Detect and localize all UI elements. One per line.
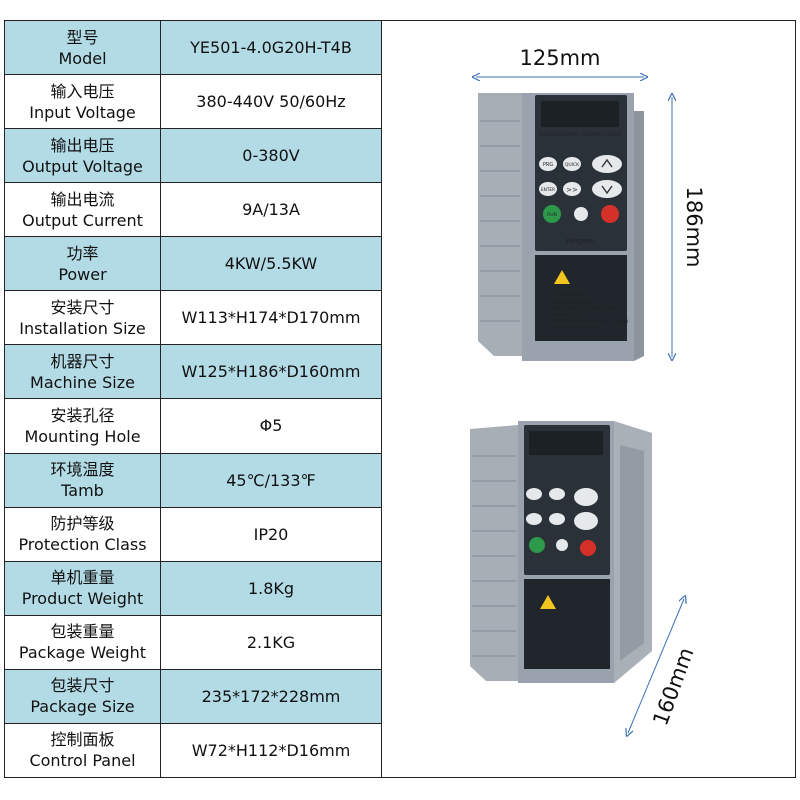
spec-label-en: Installation Size bbox=[19, 318, 146, 338]
warning-title: WARNING bbox=[557, 292, 584, 298]
spec-value: 380-440V 50/60Hz bbox=[160, 74, 382, 130]
spec-label-zh: 功率 bbox=[66, 243, 99, 263]
run-button-label: RUN bbox=[547, 212, 557, 218]
spec-label-zh: 控制面板 bbox=[50, 730, 115, 750]
warning-line-5: instructions before use bbox=[551, 324, 597, 329]
front-view-device: RUN LOCAL/REMOT FWD/REV TUNE/TC PRG QUIC… bbox=[478, 93, 644, 361]
spec-label-zh: 机器尺寸 bbox=[50, 351, 115, 371]
spec-value: 1.8Kg bbox=[160, 560, 382, 616]
spec-label-en: Package Size bbox=[30, 697, 135, 717]
quick-button-label: QUICK bbox=[565, 162, 580, 168]
spec-label-zh: 安装尺寸 bbox=[50, 297, 115, 317]
spec-value: W113*H174*D170mm bbox=[160, 290, 382, 346]
indicator-labels: RUN LOCAL/REMOT FWD/REV TUNE/TC bbox=[539, 132, 622, 138]
width-dimension-label: 125mm bbox=[520, 46, 601, 70]
spec-value: W72*H112*D16mm bbox=[160, 722, 382, 779]
spec-label-zh: 单机重量 bbox=[50, 568, 115, 588]
depth-dimension-label: 160mm bbox=[648, 644, 698, 728]
spec-label-en: Output Voltage bbox=[22, 156, 143, 176]
spec-value: 235*172*228mm bbox=[160, 668, 382, 724]
spec-label-en: Product Weight bbox=[21, 589, 144, 609]
spec-label-en: Input Voltage bbox=[29, 102, 136, 122]
spec-value: IP20 bbox=[160, 506, 382, 562]
spec-label-en: Output Current bbox=[22, 210, 143, 230]
spec-label-en: Protection Class bbox=[18, 535, 147, 555]
brand-label: Yongsen bbox=[565, 237, 594, 245]
height-dimension-label: 186mm bbox=[682, 187, 706, 268]
spec-label-en: Power bbox=[58, 264, 107, 284]
warning-line-2: Wait 10 mins power down before bbox=[551, 306, 617, 311]
spec-value: 2.1KG bbox=[160, 614, 382, 670]
depth-dimension-line bbox=[628, 599, 684, 733]
spec-label-zh: 安装孔径 bbox=[50, 405, 115, 425]
spec-label-zh: 环境温度 bbox=[50, 460, 115, 480]
product-image-panel: RUN LOCAL/REMOT FWD/REV TUNE/TC PRG QUIC… bbox=[382, 20, 796, 778]
product-illustration: RUN LOCAL/REMOT FWD/REV TUNE/TC PRG QUIC… bbox=[470, 46, 706, 779]
spec-label-en: Machine Size bbox=[30, 372, 135, 392]
warning-line-1: Risk of electric shock bbox=[551, 300, 594, 305]
prg-button-label: PRG bbox=[543, 162, 553, 168]
spec-label-en: Mounting Hole bbox=[24, 426, 141, 446]
spec-value: 0-380V bbox=[160, 128, 382, 184]
spec-value: W125*H186*D160mm bbox=[160, 344, 382, 400]
spec-label-zh: 包装重量 bbox=[50, 622, 115, 642]
spec-label-zh: 型号 bbox=[66, 27, 99, 47]
angled-view-device bbox=[470, 421, 652, 683]
spec-value: 4KW/5.5KW bbox=[160, 236, 382, 292]
spec-value: 45℃/133℉ bbox=[160, 452, 382, 508]
enter-button-label: ENTER bbox=[541, 187, 555, 192]
spec-label-zh: 防护等级 bbox=[50, 514, 115, 534]
spec-label-en: Model bbox=[58, 48, 107, 68]
spec-value: Φ5 bbox=[160, 398, 382, 454]
spec-label-zh: 输出电流 bbox=[50, 189, 115, 209]
spec-label-en: Control Panel bbox=[29, 751, 136, 771]
warning-line-3: removing cover bbox=[551, 312, 583, 317]
warning-line-4: Read the manual and follow the safety bbox=[551, 318, 629, 323]
spec-value: 9A/13A bbox=[160, 182, 382, 238]
spec-label-zh: 包装尺寸 bbox=[50, 676, 115, 696]
spec-label-zh: 输入电压 bbox=[50, 81, 115, 101]
spec-label-zh: 输出电压 bbox=[50, 135, 115, 155]
spec-label-en: Package Weight bbox=[18, 643, 147, 663]
spec-value: YE501-4.0G20H-T4B bbox=[160, 19, 382, 76]
shift-button-label: >> bbox=[566, 186, 578, 194]
spec-label-en: Tamb bbox=[61, 481, 104, 501]
